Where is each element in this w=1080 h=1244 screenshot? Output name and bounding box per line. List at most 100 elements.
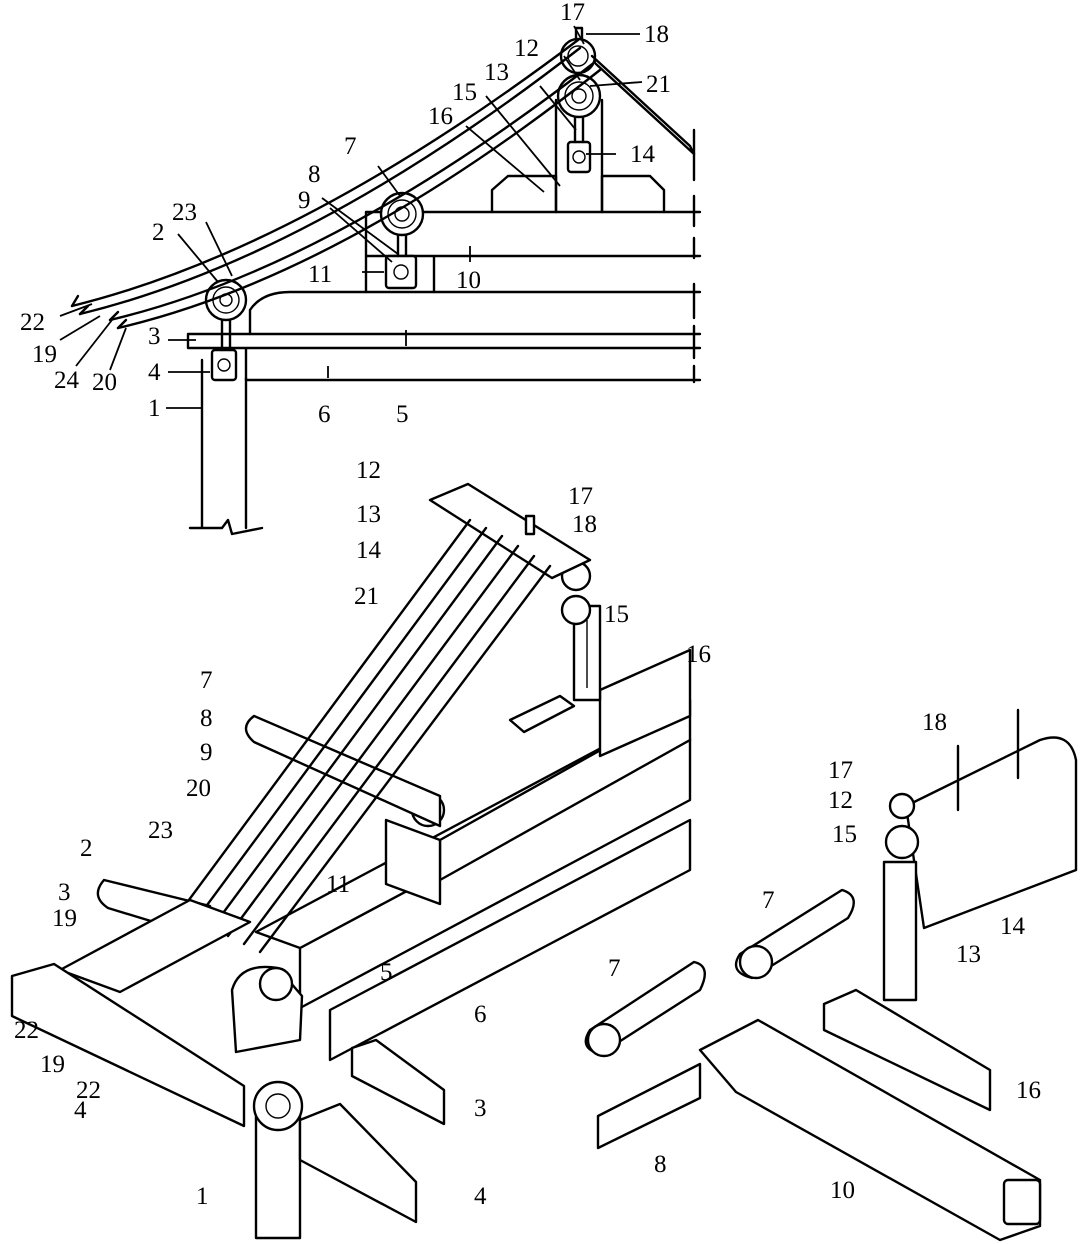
callout-label-s22: 22	[20, 309, 45, 336]
callout-label-d17: 17	[828, 757, 853, 784]
callout-label-i3: 3	[58, 879, 71, 906]
callout-label-s13: 13	[484, 59, 509, 86]
callout-label-i18: 18	[572, 511, 597, 538]
callout-label-i15: 15	[604, 601, 629, 628]
callout-label-i11: 11	[326, 871, 350, 898]
callout-label-d15: 15	[832, 821, 857, 848]
callout-label-d7b: 7	[762, 887, 775, 914]
callout-label-d16: 16	[1016, 1077, 1041, 1104]
callout-label-s10: 10	[456, 267, 481, 294]
callout-label-d12: 12	[828, 787, 853, 814]
iso-eave-board	[58, 898, 252, 994]
detail-pegs-18	[956, 708, 1020, 812]
callout-label-s11: 11	[308, 261, 332, 288]
callout-label-i20: 20	[186, 775, 211, 802]
detail-beam-8	[596, 1062, 702, 1150]
callout-label-i22a: 22	[14, 1017, 39, 1044]
block-4-ring	[217, 358, 231, 372]
strut-3	[220, 318, 232, 352]
callout-label-i2: 2	[80, 835, 93, 862]
block-4	[210, 348, 238, 382]
purlin-7	[379, 191, 425, 237]
callout-label-d14: 14	[1000, 913, 1026, 940]
iso-beam-6	[328, 818, 692, 1062]
peg-18	[574, 26, 584, 41]
callout-label-s14: 14	[630, 141, 656, 168]
callout-label-s17: 17	[560, 0, 585, 26]
callout-label-i1: 1	[196, 1183, 209, 1210]
beam-5	[248, 290, 702, 336]
callout-label-s9: 9	[298, 187, 311, 214]
callout-label-s7: 7	[344, 133, 357, 160]
callout-label-i13: 13	[356, 501, 381, 528]
callout-label-d7a: 7	[608, 955, 621, 982]
callout-label-i19a: 19	[52, 905, 77, 932]
detail-view	[584, 708, 1078, 1242]
section-leaders	[59, 25, 643, 409]
callout-label-i4b: 4	[474, 1183, 487, 1210]
isometric-view	[10, 482, 692, 1240]
beam-10	[364, 210, 702, 294]
strut-8	[396, 233, 408, 258]
callout-label-i4a: 4	[74, 1097, 87, 1124]
detail-beam-10	[698, 1018, 1042, 1242]
callout-label-s8: 8	[308, 161, 321, 188]
section-view	[70, 26, 702, 536]
rafter-20	[116, 68, 602, 330]
callout-label-i21: 21	[354, 583, 379, 610]
lower-beam	[186, 332, 702, 382]
iso-rafters-21	[178, 518, 552, 954]
detail-block-16	[822, 988, 992, 1112]
detail-beam-13	[904, 736, 1078, 930]
callout-label-s3: 3	[148, 323, 161, 350]
callout-label-i5: 5	[380, 959, 393, 986]
callout-label-s5: 5	[396, 401, 409, 428]
detail-purlin-12	[884, 824, 920, 860]
iso-purlin-7	[244, 714, 442, 828]
callout-label-s16: 16	[428, 103, 453, 130]
callout-label-i6: 6	[474, 1001, 487, 1028]
iso-block-11	[384, 818, 442, 906]
column-1	[188, 358, 264, 536]
callout-label-i17: 17	[568, 483, 593, 510]
callout-label-d13: 13	[956, 941, 981, 968]
callout-label-s20: 20	[92, 369, 117, 396]
callout-label-i23: 23	[148, 817, 173, 844]
callout-label-i16: 16	[686, 641, 711, 668]
callout-label-s23: 23	[172, 199, 197, 226]
block-16	[490, 174, 666, 214]
block-14	[566, 140, 592, 174]
callout-label-s1: 1	[148, 395, 161, 422]
callout-label-s15: 15	[452, 79, 477, 106]
rafter-top	[70, 38, 580, 308]
ridge-17	[559, 37, 597, 75]
callout-label-d18: 18	[922, 709, 947, 736]
rafter-22	[78, 46, 582, 316]
callout-label-i7: 7	[200, 667, 213, 694]
callout-label-i3b: 3	[474, 1095, 487, 1122]
rafter-21	[590, 54, 696, 156]
callout-label-i9: 9	[200, 739, 213, 766]
iso-beam-4b	[298, 1102, 418, 1224]
detail-ridge-17	[888, 792, 916, 820]
callout-label-s6: 6	[318, 401, 331, 428]
callout-label-i8: 8	[200, 705, 213, 732]
post-15	[554, 98, 604, 214]
callout-label-s12: 12	[514, 35, 539, 62]
callout-label-i19b: 19	[40, 1051, 65, 1078]
callout-label-s21: 21	[646, 71, 671, 98]
iso-peg-18	[524, 514, 536, 536]
block-11	[384, 254, 418, 290]
callout-label-d8: 8	[654, 1151, 667, 1178]
callout-label-s18: 18	[644, 21, 669, 48]
callout-label-s24: 24	[54, 367, 80, 394]
iso-beam-4	[10, 962, 246, 1128]
iso-beam-16	[598, 648, 692, 758]
callout-label-d10: 10	[830, 1177, 855, 1204]
callout-label-s4: 4	[148, 359, 161, 386]
callout-label-i14: 14	[356, 537, 382, 564]
callout-label-i12: 12	[356, 457, 381, 484]
